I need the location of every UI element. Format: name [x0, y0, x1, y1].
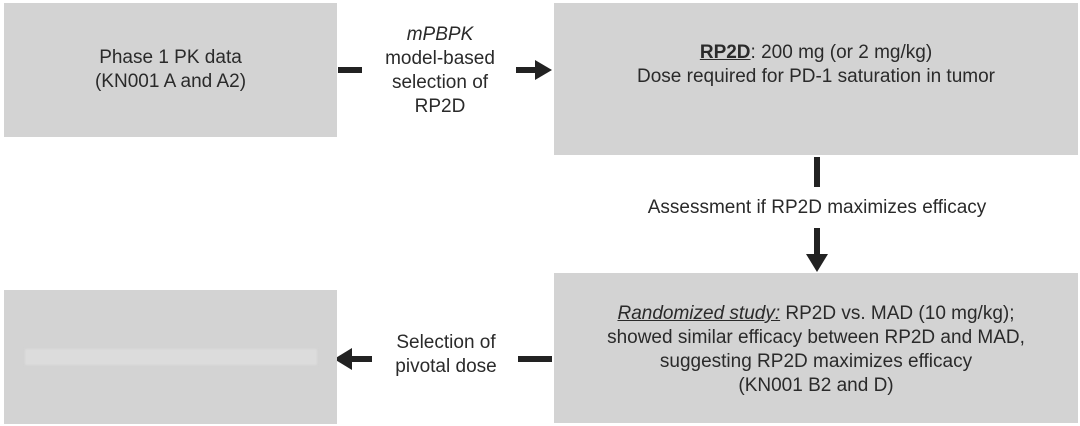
- randomized-title: Randomized study:: [617, 303, 781, 324]
- mpbpk-line1: mPBPK: [406, 24, 474, 45]
- mpbpk-line4: RP2D: [414, 96, 466, 117]
- arrowhead-left: [334, 348, 352, 370]
- arrowhead-down: [806, 254, 828, 272]
- assessment-arrow-label: Assessment if RP2D maximizes efficacy: [590, 196, 1044, 220]
- connector-shaft-pivotal: [350, 356, 372, 362]
- rp2d-title-suffix: : 200 mg (or 2 mg/kg): [750, 42, 933, 63]
- connector-shaft-rp2d: [516, 67, 536, 73]
- selection-arrow-label: Selection of pivotal dose: [373, 331, 519, 379]
- rp2d-line1: RP2D: 200 mg (or 2 mg/kg): [700, 41, 932, 65]
- mpbpk-arrow-label: mPBPK model-based selection of RP2D: [362, 23, 518, 119]
- rp2d-line2: Dose required for PD-1 saturation in tum…: [637, 66, 995, 87]
- pivotal-dose-box: [4, 290, 337, 424]
- connector-bar-phase1: [338, 67, 362, 73]
- mpbpk-line3: selection of: [391, 72, 489, 93]
- phase1-line2: (KN001 A and A2): [94, 71, 247, 92]
- mpbpk-line2: model-based: [385, 48, 495, 69]
- selection-line2: pivotal dose: [395, 356, 497, 377]
- randomized-line1: Randomized study: RP2D vs. MAD (10 mg/kg…: [617, 302, 1014, 326]
- randomized-line2: showed similar efficacy between RP2D and…: [607, 327, 1025, 348]
- randomized-line3: suggesting RP2D maximizes efficacy: [659, 351, 973, 372]
- rp2d-box: RP2D: 200 mg (or 2 mg/kg) Dose required …: [554, 3, 1078, 155]
- randomized-study-box: Randomized study: RP2D vs. MAD (10 mg/kg…: [554, 273, 1078, 423]
- selection-line1: Selection of: [396, 332, 496, 353]
- connector-bar-randomized: [518, 356, 552, 362]
- assessment-text: Assessment if RP2D maximizes efficacy: [647, 197, 987, 218]
- connector-shaft-down: [814, 228, 820, 256]
- pivotal-redacted-strip: [24, 349, 317, 365]
- phase1-pk-box: Phase 1 PK data (KN001 A and A2): [4, 3, 337, 137]
- rp2d-title: RP2D: [699, 42, 751, 63]
- randomized-title-suffix: RP2D vs. MAD (10 mg/kg);: [780, 303, 1015, 324]
- connector-bar-rp2d-down: [814, 157, 820, 187]
- randomized-line4: (KN001 B2 and D): [738, 375, 894, 396]
- arrowhead-right: [535, 60, 552, 80]
- phase1-line1: Phase 1 PK data: [99, 47, 242, 68]
